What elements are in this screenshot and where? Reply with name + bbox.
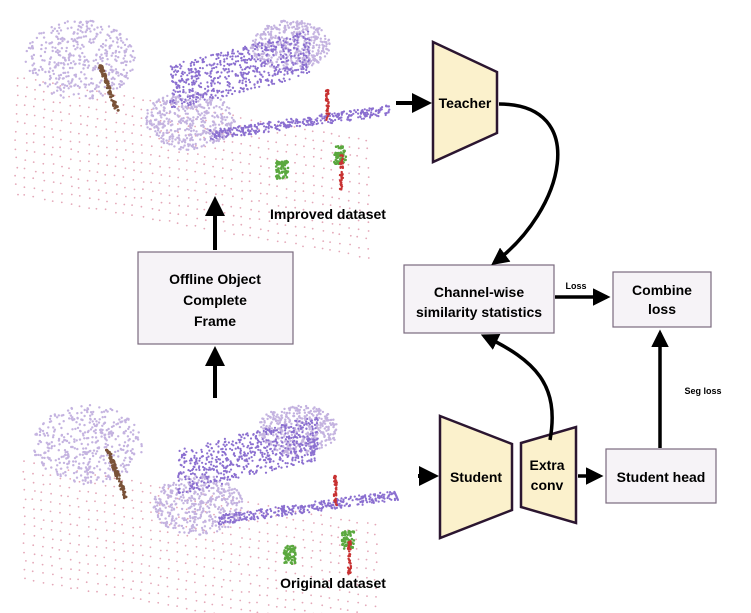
similarity-statistics-box: Channel-wise similarity statistics (403, 264, 555, 334)
offline-frame-box: Offline Object Complete Frame (137, 251, 294, 345)
combine-loss-line-1: Combine (632, 282, 692, 298)
loss-edge-label: Loss (565, 281, 586, 291)
improved-dataset-caption: Improved dataset (270, 206, 386, 222)
arrow-extraconv-to-similarity (480, 334, 554, 441)
seg-loss-edge-label: Seg loss (684, 386, 721, 396)
student-label: Student (450, 469, 502, 485)
similarity-line-1: Channel-wise (434, 284, 524, 300)
offline-frame-line-2: Complete (183, 292, 247, 308)
similarity-line-2: similarity statistics (416, 304, 542, 320)
student-head-box: Student head (605, 448, 717, 504)
combine-loss-box: Combine loss (612, 271, 712, 328)
extra-conv-layer: Extra conv (519, 425, 578, 525)
extra-conv-line-2: conv (531, 477, 564, 493)
original-point-cloud-image (22, 404, 399, 613)
improved-point-cloud-image (14, 19, 391, 259)
student-network: Student (438, 414, 514, 540)
teacher-network: Teacher (431, 40, 499, 164)
offline-frame-line-3: Frame (194, 313, 236, 329)
original-dataset-caption: Original dataset (280, 575, 386, 591)
offline-frame-line-1: Offline Object (169, 271, 261, 287)
student-head-label: Student head (617, 469, 706, 485)
teacher-label: Teacher (439, 95, 492, 111)
combine-loss-line-2: loss (648, 301, 676, 317)
extra-conv-line-1: Extra (529, 457, 564, 473)
arrow-teacher-to-similarity (491, 102, 560, 266)
